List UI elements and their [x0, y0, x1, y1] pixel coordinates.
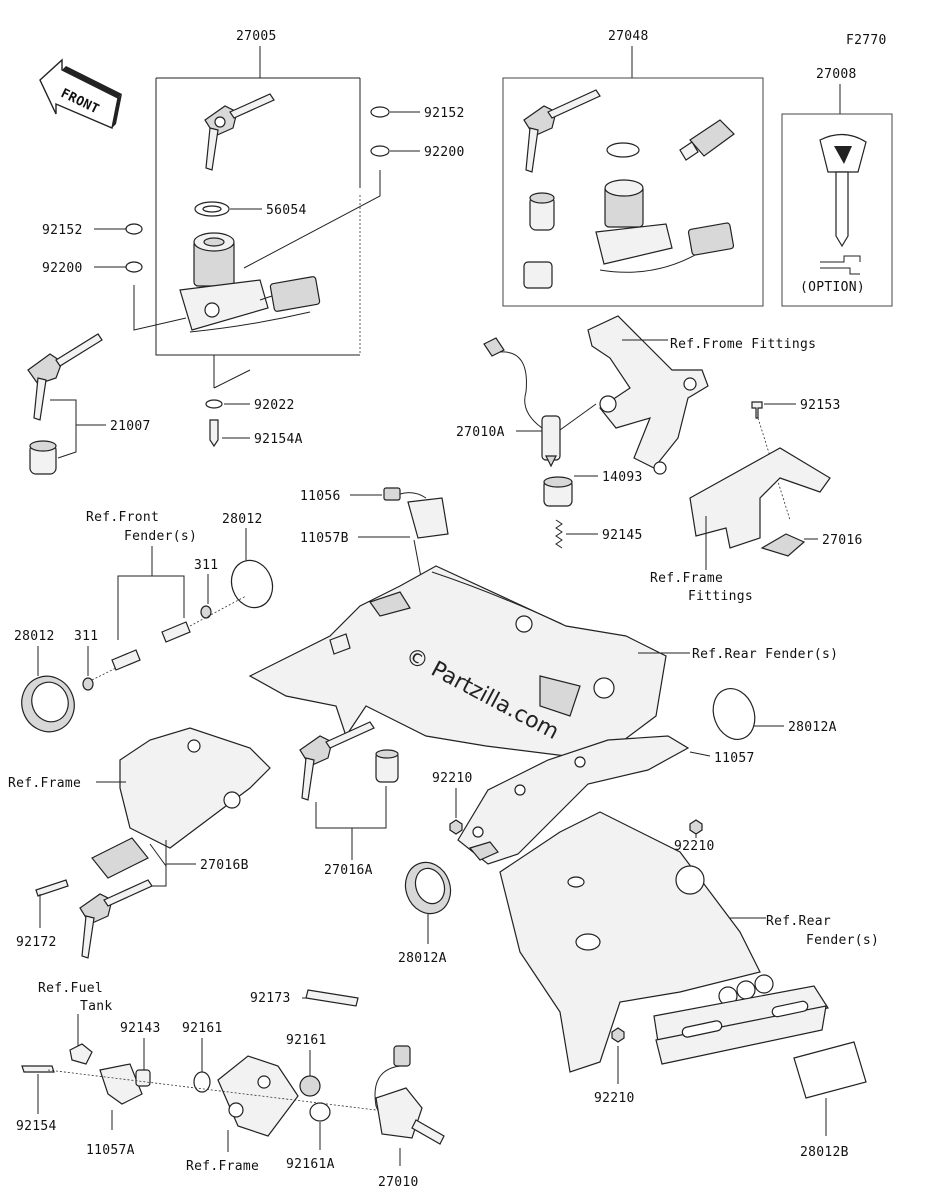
label-28012-b: 28012	[14, 629, 55, 644]
group-27016A: 27016A	[299, 721, 399, 878]
label-27005: 27005	[236, 29, 277, 44]
label-ref-fuel-tank-2: Tank	[80, 999, 113, 1014]
group-ref-frame: Ref.Frame 27016B 92172	[8, 727, 271, 959]
group-28012A-b: 28012A	[398, 861, 452, 966]
label-ref-front-fender-2: Fender(s)	[124, 529, 197, 544]
label-11057: 11057	[714, 751, 755, 766]
label-14093: 14093	[602, 470, 643, 485]
label-92161-b: 92161	[286, 1033, 327, 1048]
key-icon	[27, 333, 103, 421]
label-21007: 21007	[110, 419, 151, 434]
key-icon	[204, 93, 275, 171]
label-ref-rear-fender-b-1: Ref.Rear	[766, 914, 831, 929]
label-11056: 11056	[300, 489, 341, 504]
group-27010A: 27010A 14093 92145 Ref.Frome Fittings 92…	[456, 315, 863, 604]
label-ref-frame-fittings-1: Ref.Frame	[650, 571, 723, 586]
label-92154A: 92154A	[254, 432, 303, 447]
grommet-28012-a-icon	[230, 559, 274, 609]
key-icon	[819, 133, 867, 248]
label-92161A: 92161A	[286, 1157, 335, 1172]
group-27048: 27048	[502, 29, 764, 307]
spring-92145	[555, 519, 563, 549]
label-92200-b: 92200	[42, 261, 83, 276]
label-92152-b: 92152	[42, 223, 83, 238]
label-92161-a: 92161	[182, 1021, 223, 1036]
group-27010: Ref.Fuel Tank 92154 11057A 92143 92161 R…	[16, 981, 445, 1190]
bracket-27016	[689, 447, 831, 549]
label-27016B: 27016B	[200, 858, 249, 873]
group-27005: 27005 56054	[27, 29, 465, 475]
label-27048: 27048	[608, 29, 649, 44]
label-92143: 92143	[120, 1021, 161, 1036]
label-ref-rear-fender-a: Ref.Rear Fender(s)	[692, 647, 838, 662]
reflector-28012B	[793, 1041, 867, 1099]
label-ref-rear-fender-b-2: Fender(s)	[806, 933, 879, 948]
label-92153: 92153	[800, 398, 841, 413]
rear-fender-lower: Ref.Rear Fender(s) 28012B 92210	[499, 811, 879, 1160]
label-92210-c: 92210	[594, 1091, 635, 1106]
group-28012: Ref.Front Fender(s) 28012 311 28012 311	[14, 510, 274, 733]
washer-92152	[370, 106, 390, 118]
label-92152-a: 92152	[424, 106, 465, 121]
label-ref-fuel-tank-1: Ref.Fuel	[38, 981, 103, 996]
group-11057: 11057 92210 92210	[432, 735, 755, 865]
label-27008: 27008	[816, 67, 857, 82]
label-56054: 56054	[266, 203, 307, 218]
label-ref-front-fender-1: Ref.Front	[86, 510, 159, 525]
label-11057B: 11057B	[300, 531, 349, 546]
label-27016A: 27016A	[324, 863, 373, 878]
group-27008: 27008 (OPTION)	[781, 67, 893, 307]
label-ref-frame-b: Ref.Frame	[186, 1159, 259, 1174]
label-11057A: 11057A	[86, 1143, 135, 1158]
label-92210-b: 92210	[674, 839, 715, 854]
label-92154: 92154	[16, 1119, 57, 1134]
figure-code: F2770	[846, 33, 887, 48]
label-92172: 92172	[16, 935, 57, 950]
key-icon	[523, 89, 601, 173]
label-92145: 92145	[602, 528, 643, 543]
label-28012A-b: 28012A	[398, 951, 447, 966]
label-92200-a: 92200	[424, 145, 465, 160]
label-311-a: 311	[194, 558, 218, 573]
ignition-switch-icon	[179, 232, 321, 333]
label-27016: 27016	[822, 533, 863, 548]
label-27010A: 27010A	[456, 425, 505, 440]
washer-92200	[370, 145, 390, 157]
label-ref-frome-fittings: Ref.Frome Fittings	[670, 337, 816, 352]
label-28012-a: 28012	[222, 512, 263, 527]
label-option: (OPTION)	[800, 280, 865, 295]
label-92022: 92022	[254, 398, 295, 413]
label-27010: 27010	[378, 1175, 419, 1190]
label-28012B: 28012B	[800, 1145, 849, 1160]
label-311-b: 311	[74, 629, 98, 644]
label-92173: 92173	[250, 991, 291, 1006]
label-ref-frame: Ref.Frame	[8, 776, 81, 791]
label-92210-a: 92210	[432, 771, 473, 786]
label-28012A-a: 28012A	[788, 720, 837, 735]
label-ref-frame-fittings-2: Fittings	[688, 589, 753, 604]
rear-fender-upper: Ref.Rear Fender(s) © Partzilla.com	[248, 565, 838, 757]
front-arrow-icon: FRONT	[39, 58, 122, 129]
group-28012A-a: 28012A	[712, 688, 837, 740]
